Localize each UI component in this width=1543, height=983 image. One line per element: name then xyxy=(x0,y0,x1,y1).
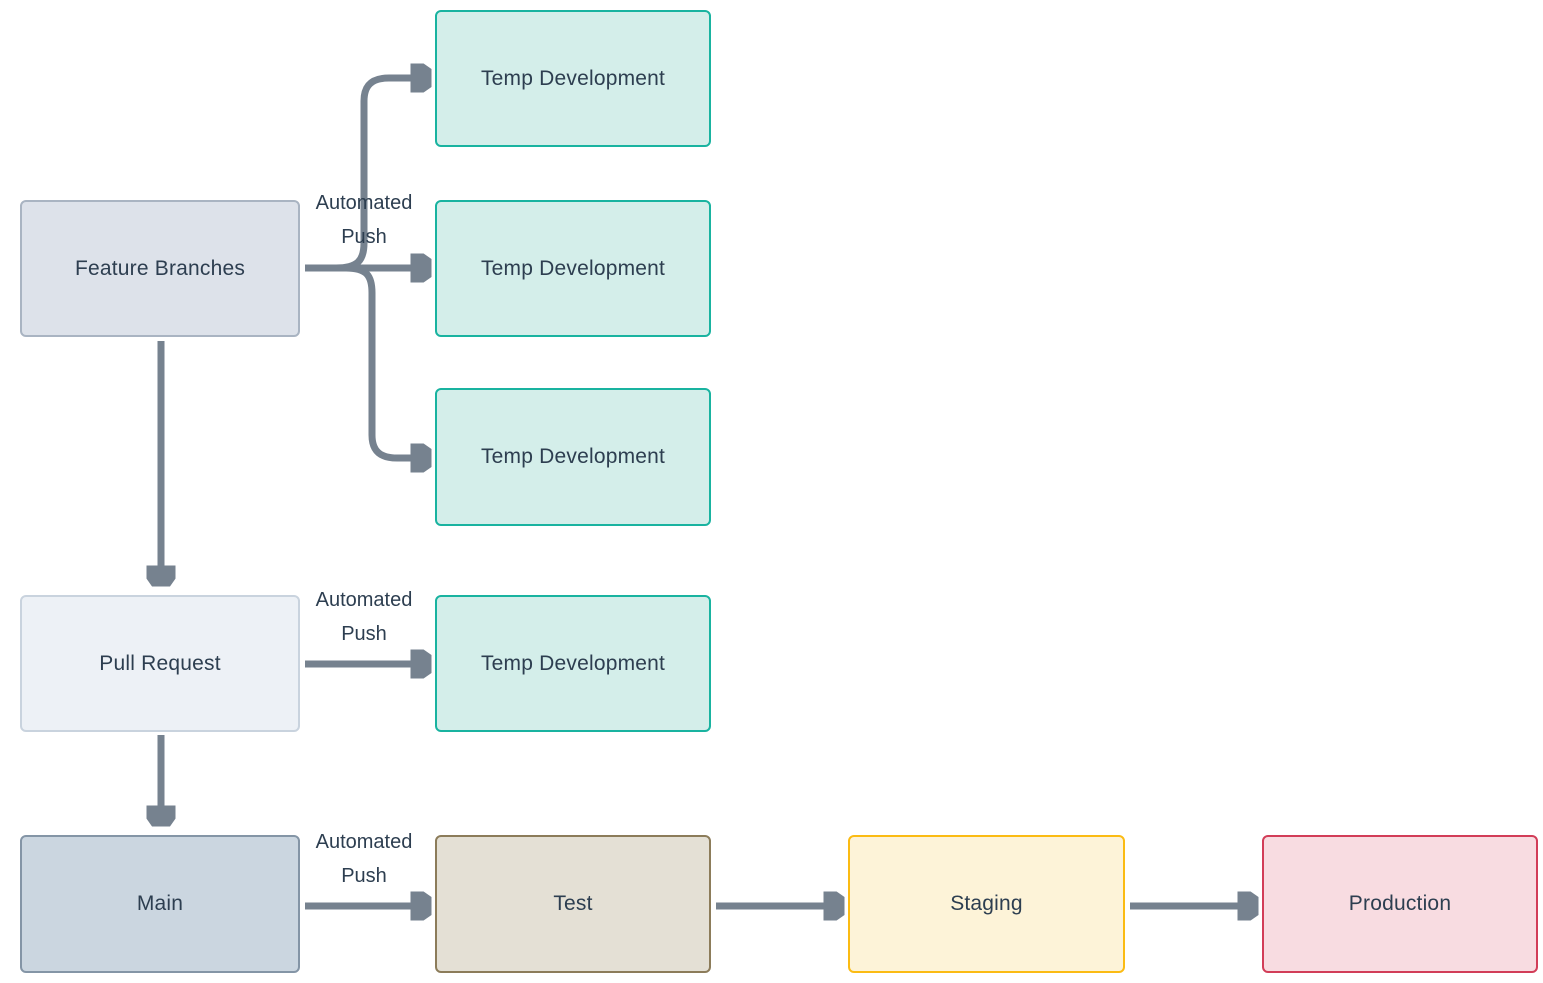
node-temp-development-4: Temp Development xyxy=(435,595,711,732)
node-label: Production xyxy=(1348,892,1452,915)
node-production: Production xyxy=(1262,835,1538,973)
node-main: Main xyxy=(20,835,300,973)
node-label: Feature Branches xyxy=(74,256,246,280)
node-label: Main xyxy=(136,892,184,915)
node-pull-request: Pull Request xyxy=(20,595,300,732)
node-label: Staging xyxy=(950,892,1023,915)
edge-label-automated-push-1: Automated Push xyxy=(315,192,413,248)
edge-feature-to-temp3 xyxy=(345,264,421,458)
node-label: Test xyxy=(553,892,593,915)
node-feature-branches: Feature Branches xyxy=(20,200,300,337)
node-temp-development-1: Temp Development xyxy=(435,10,711,147)
node-temp-development-3: Temp Development xyxy=(435,388,711,526)
edge-label-automated-push-2: Automated Push xyxy=(315,589,413,645)
node-label: Temp Development xyxy=(480,66,666,90)
node-label: Pull Request xyxy=(99,651,221,675)
node-temp-development-2: Temp Development xyxy=(435,200,711,337)
edge-label-automated-push-3: Automated Push xyxy=(315,831,413,887)
node-label: Temp Development xyxy=(480,256,666,280)
node-test: Test xyxy=(435,835,711,973)
node-label: Temp Development xyxy=(480,651,666,675)
node-staging: Staging xyxy=(848,835,1125,973)
node-label: Temp Development xyxy=(480,445,666,468)
